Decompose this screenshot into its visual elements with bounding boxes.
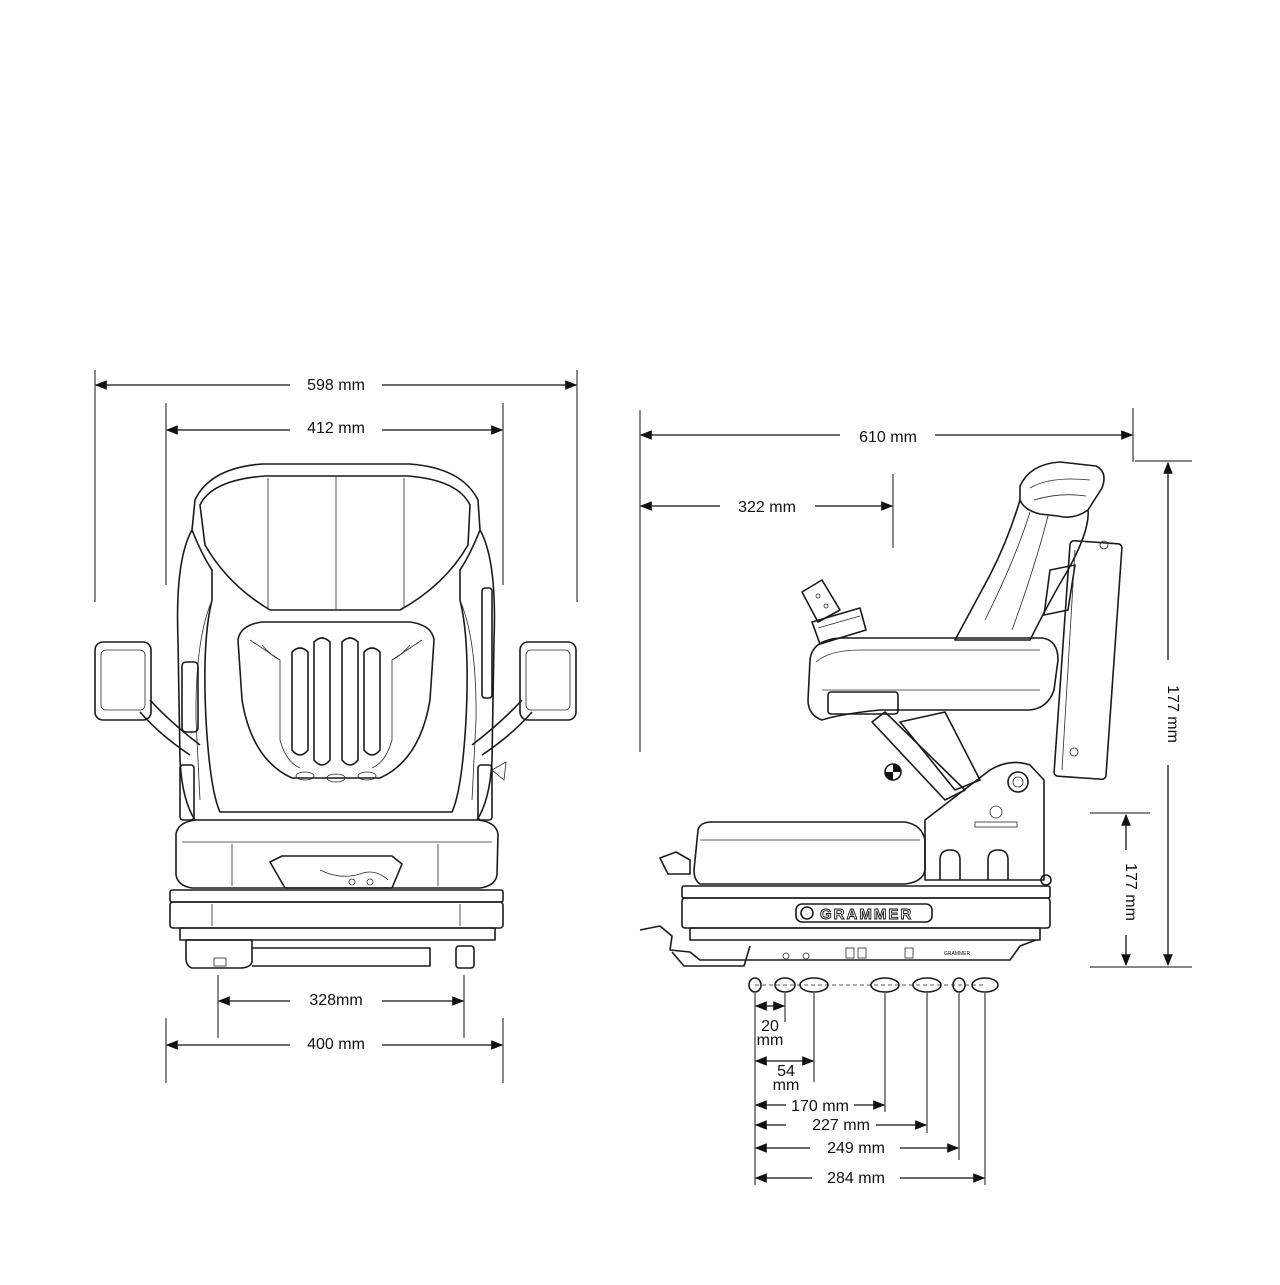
dim-177-base: 177 mm (1121, 813, 1139, 967)
dim-label-base-width: 400 mm (307, 1036, 365, 1053)
dim-label-backrest-width: 412 mm (307, 420, 365, 437)
brand-small-label: GRAMMER (944, 951, 971, 957)
dim-label-overall-depth: 610 mm (859, 429, 917, 446)
dim-322: 322 mm (639, 499, 894, 516)
seat-side-drawing: GRAMMER GRAMMER (639, 461, 1123, 967)
dim-label-base-height: 177 mm (1122, 863, 1139, 921)
hole-dim-20-unit: mm (757, 1032, 784, 1049)
hole-dim-284-label: 284 mm (827, 1170, 885, 1187)
hole-dim-249-label: 249 mm (827, 1140, 885, 1157)
dim-598: 598 mm (94, 377, 578, 394)
hole-dim-20-value: 20 (761, 1018, 779, 1035)
hole-dim-170: 170 mm (754, 1098, 886, 1115)
hole-dim-170-label: 170 mm (791, 1098, 849, 1115)
dim-412: 412 mm (165, 420, 504, 437)
hole-dim-284: 284 mm (754, 1170, 986, 1187)
hole-dim-20: 20 mm (754, 1001, 786, 1049)
dim-328: 328mm (217, 992, 465, 1009)
dim-label-seat-reference: 322 mm (738, 499, 796, 516)
side-view: 610 mm 322 mm 177 mm 177 mm (639, 408, 1192, 1187)
dim-610: 610 mm (639, 429, 1134, 446)
hole-dim-54-value: 54 (777, 1063, 795, 1080)
dim-label-rail-spacing: 328mm (309, 992, 362, 1009)
dim-177-total: 177 mm (1163, 461, 1181, 967)
hole-dim-227: 227 mm (754, 1117, 928, 1134)
hole-dim-54-unit: mm (773, 1077, 800, 1094)
front-view: 598 mm 412 mm 328mm 400 mm (94, 370, 578, 1083)
dim-label-total-height: 177 mm (1164, 685, 1181, 743)
dim-400: 400 mm (165, 1036, 504, 1053)
brand-logo-text: GRAMMER (820, 906, 913, 923)
dim-label-overall-width: 598 mm (307, 377, 365, 394)
hole-dim-227-label: 227 mm (812, 1117, 870, 1134)
hole-dim-249: 249 mm (754, 1140, 960, 1157)
seat-front-drawing (94, 463, 577, 969)
mounting-holes (748, 977, 999, 993)
hole-dim-54: 54 mm (754, 1056, 815, 1094)
